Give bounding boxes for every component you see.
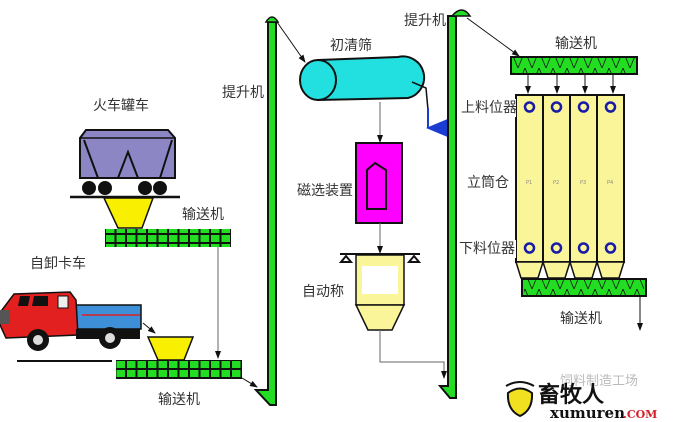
conveyor-top-label: 输送机	[555, 36, 597, 52]
upper-level-sensor-icon	[523, 101, 536, 113]
rail-tanker	[70, 129, 180, 199]
lower-level-sensor-icon	[523, 242, 536, 254]
conveyor-2-label: 输送机	[158, 392, 200, 408]
rail-tanker-label: 火车罐车	[93, 97, 149, 114]
watermark: 饲料制造工场	[560, 374, 638, 389]
flow-line	[466, 17, 520, 57]
pre-cleaning-sieve	[299, 55, 450, 138]
dump-truck	[0, 291, 142, 351]
auto-scale-label: 自动称	[302, 284, 344, 300]
logo-tld: .COM	[623, 408, 657, 421]
flow-line	[142, 322, 156, 334]
feed-arrows	[525, 74, 616, 94]
lower-level-sensor-icon	[550, 242, 563, 254]
lower-level-sensor-icon	[577, 242, 590, 254]
flow-line	[379, 330, 447, 379]
conveyor-1-label: 输送机	[182, 207, 224, 223]
upper-level-sensor-label: 上料位器	[461, 100, 517, 116]
lower-level-sensor-label: 下料位器	[459, 241, 515, 257]
elevator-2-label: 提升机	[404, 13, 446, 29]
silo-4-label: P4	[607, 180, 613, 186]
silos: P1 P2 P3 P4	[514, 94, 626, 279]
sieve-label: 初清筛	[330, 37, 372, 54]
wheels	[82, 181, 167, 195]
magnetic-separator	[355, 142, 403, 224]
dump-truck-label: 自卸卡车	[30, 255, 86, 272]
silo-1: P1	[514, 94, 545, 279]
magnetic-separator-label: 磁选装置	[297, 183, 353, 199]
silo-3-label: P3	[580, 180, 586, 186]
auto-scale	[338, 253, 422, 331]
elevator-1-label: 提升机	[222, 85, 264, 101]
flow-line	[241, 377, 258, 388]
conveyor-1	[105, 229, 231, 247]
silo-4: P4	[595, 94, 626, 279]
silo-label: 立筒仓	[467, 174, 509, 191]
elevator-2	[437, 9, 472, 399]
hopper-2	[146, 336, 195, 361]
xumuren-logo: 畜牧人 xumuren .COM	[505, 381, 657, 422]
conveyor-2	[116, 360, 242, 379]
upper-level-sensor-icon	[550, 101, 563, 113]
lower-level-sensor-icon	[604, 242, 617, 254]
silo-2-label: P2	[553, 180, 559, 186]
conveyor-bottom	[521, 278, 647, 297]
silo-2: P2	[541, 94, 572, 279]
logo-site: xumuren	[550, 404, 625, 422]
conveyor-top	[510, 56, 638, 75]
logo-name: 畜牧人	[538, 382, 604, 408]
conveyor-bottom-label: 输送机	[560, 311, 602, 327]
upper-level-sensor-icon	[577, 101, 590, 113]
hopper-1	[102, 197, 155, 229]
elevator-1	[253, 16, 280, 406]
flow-line	[276, 21, 306, 63]
silo-1-label: P1	[526, 180, 532, 186]
upper-level-sensor-icon	[604, 101, 617, 113]
silo-3: P3	[568, 94, 599, 279]
